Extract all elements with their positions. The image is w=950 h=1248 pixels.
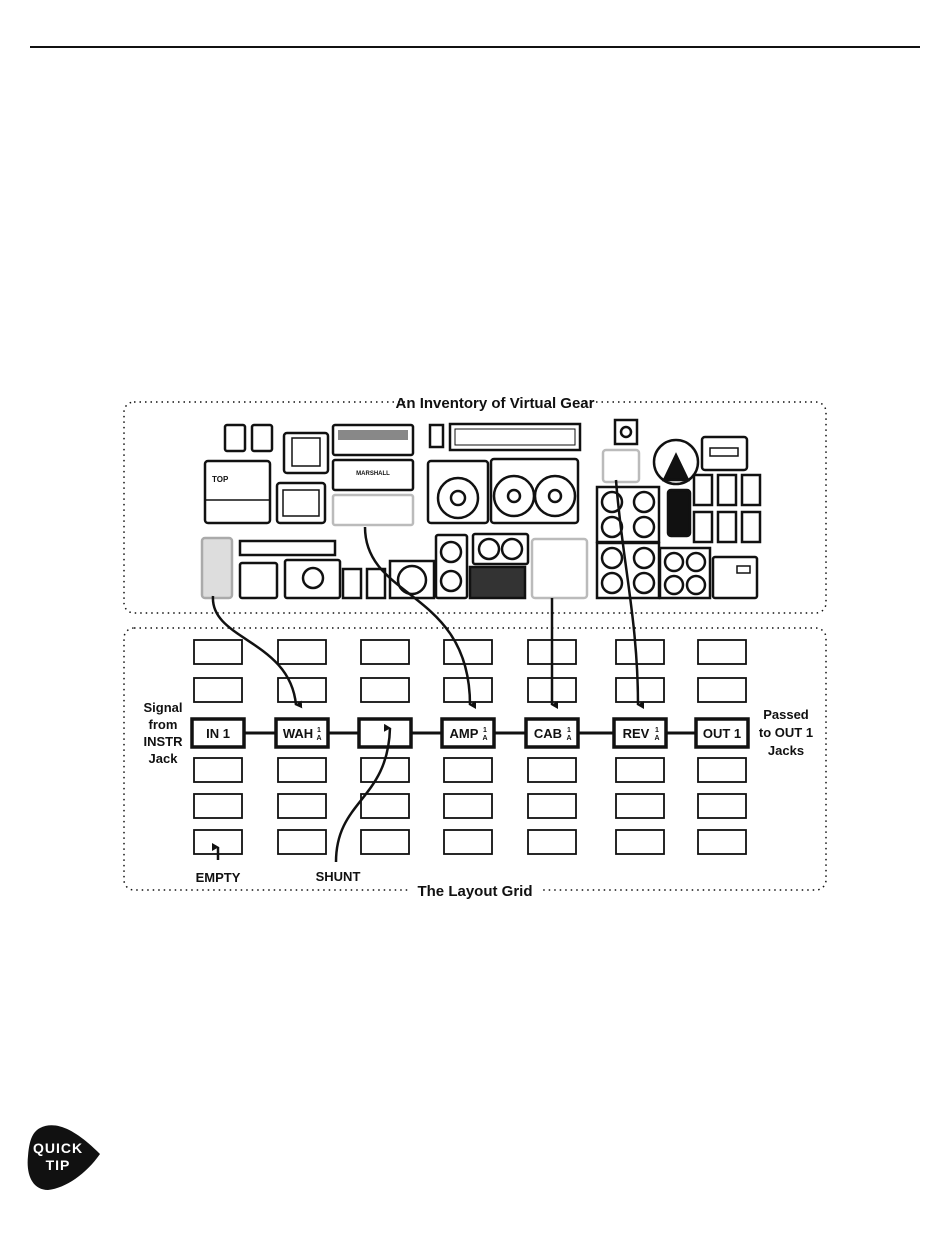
block-rev[interactable]: REV 1A <box>612 717 668 749</box>
empty-grid-cell[interactable] <box>193 639 243 665</box>
empty-grid-cell[interactable] <box>443 829 493 855</box>
rev-assign-arrow <box>614 479 645 709</box>
cabinet-grey-icon <box>530 537 589 600</box>
header-rule <box>30 46 920 48</box>
wah-pedal-icon <box>200 536 234 600</box>
empty-grid-cell[interactable] <box>527 829 577 855</box>
gear-inventory: TOP MARSHALL <box>200 418 762 600</box>
block-path-indicator: A <box>654 735 659 742</box>
quick-tip-badge: QUICK TIP <box>26 1140 90 1174</box>
empty-grid-cell[interactable] <box>527 757 577 783</box>
wah-assign-arrow <box>211 595 303 709</box>
shunt-block[interactable] <box>357 717 413 749</box>
block-wah[interactable]: WAH 1A <box>274 717 330 749</box>
empty-grid-cell[interactable] <box>615 757 665 783</box>
empty-grid-cell[interactable] <box>360 829 410 855</box>
right-note-line: to OUT 1 <box>759 725 813 740</box>
small-amp-icon <box>275 431 330 525</box>
pedal-icon <box>700 435 749 472</box>
left-note-line: INSTR <box>144 734 184 749</box>
empty-grid-cell[interactable] <box>443 793 493 819</box>
empty-grid-cell[interactable] <box>615 793 665 819</box>
block-path-indicator: 1 <box>317 727 321 734</box>
block-cab[interactable]: CAB 1A <box>524 717 580 749</box>
wah-pedal-icon <box>666 488 692 538</box>
pedal-icon <box>223 423 274 453</box>
block-path-indicator: A <box>316 735 321 742</box>
reverb-pedal-icon <box>601 448 641 484</box>
rack-unit-icon <box>238 539 337 600</box>
empty-grid-cell[interactable] <box>277 757 327 783</box>
shunt-callout: SHUNT <box>316 869 361 884</box>
empty-grid-cell[interactable] <box>615 639 665 665</box>
empty-grid-cell[interactable] <box>697 757 747 783</box>
block-in-1[interactable]: IN 1 <box>190 717 246 749</box>
block-out-1[interactable]: OUT 1 <box>694 717 750 749</box>
quick-tip-line: QUICK <box>32 1140 84 1156</box>
block-path-indicator: 1 <box>483 727 487 734</box>
cabinet-1x12-icon <box>388 559 436 600</box>
pedal-icon <box>341 567 387 600</box>
inventory-title: An Inventory of Virtual Gear <box>396 395 595 412</box>
layout-grid-frame <box>123 627 827 891</box>
rack-unit-icon <box>428 422 582 452</box>
block-label: IN 1 <box>206 726 230 741</box>
empty-grid-cell[interactable] <box>615 677 665 703</box>
empty-grid-cell[interactable] <box>697 677 747 703</box>
pedal-icon <box>692 473 762 544</box>
empty-grid-cell[interactable] <box>697 639 747 665</box>
block-path-indicator: 1 <box>655 727 659 734</box>
empty-grid-cell[interactable] <box>697 829 747 855</box>
quick-tip-line: TIP <box>45 1157 71 1173</box>
block-label: AMP <box>450 726 479 741</box>
small-combo-icon <box>711 555 759 600</box>
amp-assign-arrow <box>363 526 477 709</box>
empty-grid-cell[interactable] <box>193 793 243 819</box>
gear-logo-marshall: MARSHALL <box>356 471 390 477</box>
left-note-line: from <box>149 717 178 732</box>
left-note-line: Signal <box>143 700 182 715</box>
empty-grid-cell[interactable] <box>193 757 243 783</box>
right-note-line: Jacks <box>768 743 804 758</box>
block-amp[interactable]: AMP 1A <box>440 717 496 749</box>
amp-head-icon: MARSHALL <box>331 423 415 527</box>
cabinet-2x10-icon <box>468 532 530 600</box>
block-label: CAB <box>534 726 562 741</box>
empty-grid-cell[interactable] <box>360 677 410 703</box>
empty-grid-cell[interactable] <box>277 639 327 665</box>
block-path-indicator: 1 <box>567 727 571 734</box>
guitar-pick-icon <box>27 1125 101 1190</box>
block-path-indicator: A <box>566 735 571 742</box>
right-note-line: Passed <box>763 707 809 722</box>
empty-grid-cell[interactable] <box>443 757 493 783</box>
empty-grid-cell[interactable] <box>615 829 665 855</box>
block-label: REV <box>623 726 650 741</box>
amp-unit-icon <box>283 558 342 600</box>
combo-1x12-icon <box>426 459 490 525</box>
combo-2x12-icon <box>489 457 580 525</box>
empty-grid-cell[interactable] <box>193 677 243 703</box>
cabinet-4x12-icon <box>595 485 661 600</box>
empty-grid-cell[interactable] <box>443 639 493 665</box>
left-note-line: Jack <box>149 751 179 766</box>
block-label: OUT 1 <box>703 726 741 741</box>
empty-grid-cell[interactable] <box>697 793 747 819</box>
combo-amp-icon: TOP <box>203 459 272 525</box>
grid-title: The Layout Grid <box>417 883 532 900</box>
gear-logo-top: TOP <box>212 475 229 484</box>
empty-grid-cell[interactable] <box>527 793 577 819</box>
empty-callout: EMPTY <box>196 870 241 885</box>
empty-grid-cell[interactable] <box>277 793 327 819</box>
pedal-icon <box>613 418 639 446</box>
shunt-arrow <box>334 723 392 863</box>
empty-grid-cell[interactable] <box>360 793 410 819</box>
empty-grid-cell[interactable] <box>360 639 410 665</box>
cabinet-2x12-icon <box>434 533 469 600</box>
block-path-indicator: A <box>482 735 487 742</box>
cabinet-4x10-icon <box>658 546 712 600</box>
empty-grid-cell[interactable] <box>277 677 327 703</box>
fuzz-pedal-icon <box>652 438 700 486</box>
block-label: WAH <box>283 726 313 741</box>
empty-grid-cell[interactable] <box>277 829 327 855</box>
